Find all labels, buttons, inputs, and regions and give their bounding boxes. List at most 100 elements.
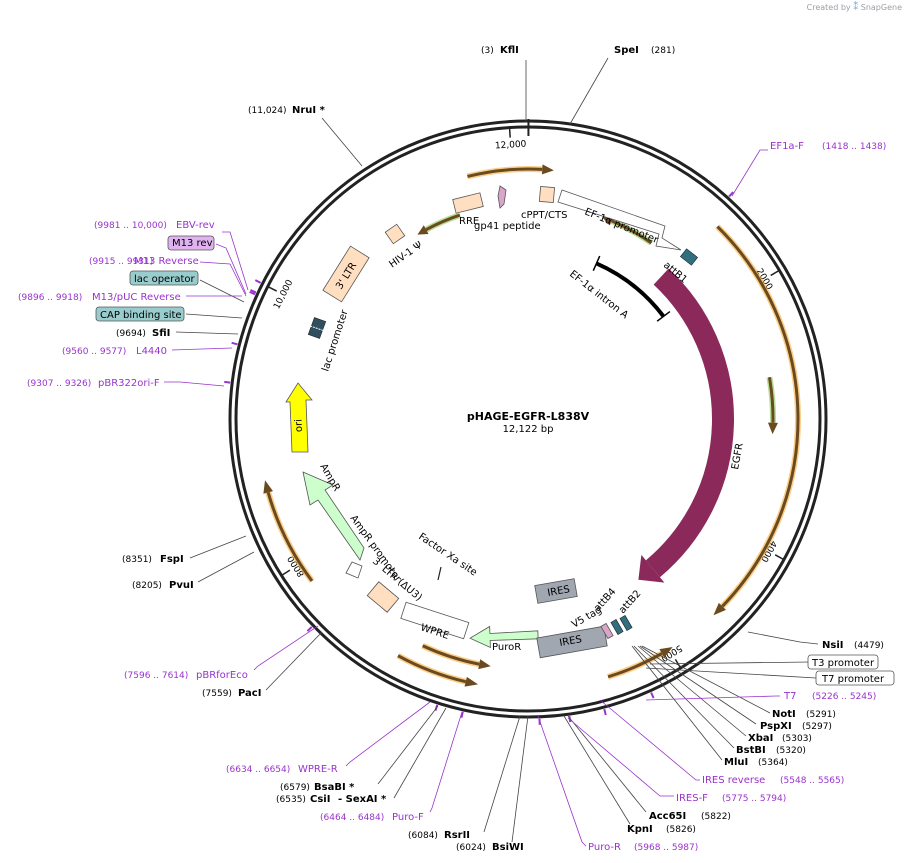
EF1a-intron-arc-cap-end bbox=[656, 310, 671, 322]
lac-promoter-feature[interactable] bbox=[307, 317, 329, 339]
l4440-primer[interactable]: L4440 bbox=[136, 346, 167, 357]
EF1a-intron-arc-cap-start bbox=[592, 255, 601, 272]
attB4-feature[interactable] bbox=[610, 619, 624, 635]
wpre-feature[interactable] bbox=[400, 601, 470, 640]
tick-mark-5 bbox=[508, 127, 511, 138]
xbaI-site[interactable]: XbaI bbox=[748, 733, 773, 744]
green-arrow-right[interactable] bbox=[767, 376, 775, 423]
fspI-num: (8351) bbox=[122, 555, 152, 565]
egfr-segment-stripes bbox=[685, 257, 760, 478]
nsiI-site[interactable]: NsiI bbox=[822, 640, 843, 651]
pvuI-site[interactable]: PvuI bbox=[169, 580, 194, 591]
acc65I-site[interactable]: Acc65I bbox=[649, 811, 686, 822]
puroR-label: PuroR bbox=[492, 642, 521, 653]
speI-site[interactable]: SpeI bbox=[614, 45, 639, 56]
primer-site-tick-0 bbox=[728, 191, 734, 198]
green-arrow-top-left-head bbox=[417, 225, 429, 235]
wpreR-primer[interactable]: WPRE-R bbox=[298, 764, 338, 775]
yellow-arrow-right[interactable] bbox=[716, 225, 800, 608]
ires-upper-feature[interactable] bbox=[534, 578, 578, 604]
plasmid-name: pHAGE-EGFR-L838V bbox=[467, 410, 590, 423]
yellow-arrow-right-head bbox=[713, 602, 727, 616]
ebvRev-primer[interactable]: EBV-rev bbox=[176, 220, 215, 231]
ires-upper-label: IRES bbox=[547, 584, 571, 599]
yellow-arrow-b1[interactable] bbox=[607, 652, 663, 679]
yellow-arrow-b2[interactable] bbox=[422, 644, 480, 666]
ori-feature[interactable] bbox=[285, 382, 313, 453]
t7promoter-box[interactable] bbox=[815, 670, 895, 686]
hiv1-psi-label: HIV-1 Ψ bbox=[387, 240, 424, 271]
factor-xa-feature[interactable] bbox=[437, 566, 442, 581]
t3promoter-box[interactable] bbox=[807, 654, 879, 670]
cap-box[interactable] bbox=[95, 306, 185, 322]
yellow-arrow-left-halo bbox=[265, 491, 315, 583]
puroF-primer[interactable]: Puro-F bbox=[392, 812, 424, 823]
iresReverse-num: (5548 .. 5565) bbox=[780, 776, 844, 786]
bstBI-site[interactable]: BstBI bbox=[736, 745, 766, 756]
hiv1-psi-feature[interactable] bbox=[384, 223, 406, 245]
ltr3-feature[interactable] bbox=[322, 245, 370, 303]
puroR-feature[interactable] bbox=[469, 625, 539, 649]
notI-site[interactable]: NotI bbox=[772, 709, 796, 720]
csiI-num: (6535) bbox=[276, 795, 306, 805]
nruI-site[interactable]: NruI * bbox=[292, 105, 326, 116]
pacI-site[interactable]: PacI bbox=[238, 688, 261, 699]
snapgene-brand: Created by ⁑ SnapGene bbox=[807, 2, 902, 13]
yellow-arrow-b1-head bbox=[659, 646, 673, 658]
green-arrow-top-left[interactable] bbox=[425, 213, 461, 231]
lacOperator-box[interactable] bbox=[129, 270, 199, 286]
yellow-arrow-top[interactable] bbox=[467, 167, 543, 178]
bsiWI-site[interactable]: BsiWI bbox=[492, 842, 524, 853]
cppt-feature[interactable] bbox=[538, 185, 556, 204]
yellow-arrow-b3[interactable] bbox=[397, 654, 467, 684]
pspXI-site[interactable]: PspXI bbox=[760, 721, 792, 732]
acc65I-num: (5822) bbox=[701, 812, 731, 822]
m13Reverse-primer[interactable]: M13 Reverse bbox=[134, 256, 199, 267]
yellow-arrow-left[interactable] bbox=[266, 492, 314, 582]
ef1a-promoter-feature[interactable]: EF-1α promoter bbox=[557, 189, 682, 251]
ampR-promoter-feature[interactable] bbox=[345, 561, 363, 579]
attB2-label: attB2 bbox=[617, 588, 643, 616]
ori-label: ori bbox=[294, 419, 305, 432]
nruI-num: (11,024) bbox=[248, 106, 287, 116]
fspI-site[interactable]: FspI bbox=[160, 554, 184, 565]
egfr-hatch-segment bbox=[738, 464, 760, 478]
puroR-num: (5968 .. 5987) bbox=[634, 843, 698, 853]
m13rev-box[interactable] bbox=[167, 235, 215, 251]
puroR-primer[interactable]: Puro-R bbox=[588, 842, 621, 853]
ires-lower-feature[interactable] bbox=[536, 625, 608, 659]
kfiI-site[interactable]: KflI bbox=[500, 45, 519, 56]
csiI-site[interactable]: CsiI bbox=[310, 794, 330, 805]
rre-feature[interactable] bbox=[452, 192, 484, 214]
attB1-feature[interactable] bbox=[679, 248, 699, 266]
kpnI-site[interactable]: KpnI bbox=[627, 824, 653, 835]
v5-tag-feature[interactable] bbox=[600, 622, 614, 640]
gp41-feature[interactable] bbox=[497, 185, 507, 209]
bsaBI-site[interactable]: BsaBI * bbox=[314, 782, 355, 793]
cap-label: CAP binding site bbox=[100, 310, 182, 321]
ef1aF-primer[interactable]: EF1a-F bbox=[770, 141, 804, 152]
t7-num: (5226 .. 5245) bbox=[812, 692, 876, 702]
pbr322-primer[interactable]: pBR322ori-F bbox=[98, 378, 160, 389]
t7-primer[interactable]: T7 bbox=[783, 691, 796, 702]
yellow-arrow-left-head bbox=[263, 480, 273, 494]
cppt-label: cPPT/CTS bbox=[521, 210, 567, 221]
EF1a-intron-arc[interactable] bbox=[595, 261, 666, 318]
rsrII-num: (6084) bbox=[408, 831, 438, 841]
ef1aF-num: (1418 .. 1438) bbox=[822, 142, 886, 152]
ltr-du3-feature[interactable] bbox=[366, 581, 400, 613]
green-arrow-top-right[interactable] bbox=[610, 219, 653, 245]
attB2-feature[interactable] bbox=[619, 615, 633, 631]
sexAI-site[interactable]: - SexAI * bbox=[338, 794, 387, 805]
pbrForEco-num: (7596 .. 7614) bbox=[124, 671, 188, 681]
rsrII-site[interactable]: RsrII bbox=[444, 830, 470, 841]
ires-lower-label: IRES bbox=[559, 634, 583, 649]
sfiI-site[interactable]: SfiI bbox=[152, 328, 170, 339]
EGFR-arrow[interactable] bbox=[645, 268, 734, 578]
pbrForEco-primer[interactable]: pBRforEco bbox=[196, 670, 248, 681]
iresF-primer[interactable]: IRES-F bbox=[676, 793, 708, 804]
mluI-site[interactable]: MluI bbox=[724, 757, 748, 768]
ampR-feature[interactable] bbox=[302, 471, 365, 561]
iresReverse-primer[interactable]: IRES reverse bbox=[702, 775, 765, 786]
m13puc-primer[interactable]: M13/pUC Reverse bbox=[92, 292, 181, 303]
